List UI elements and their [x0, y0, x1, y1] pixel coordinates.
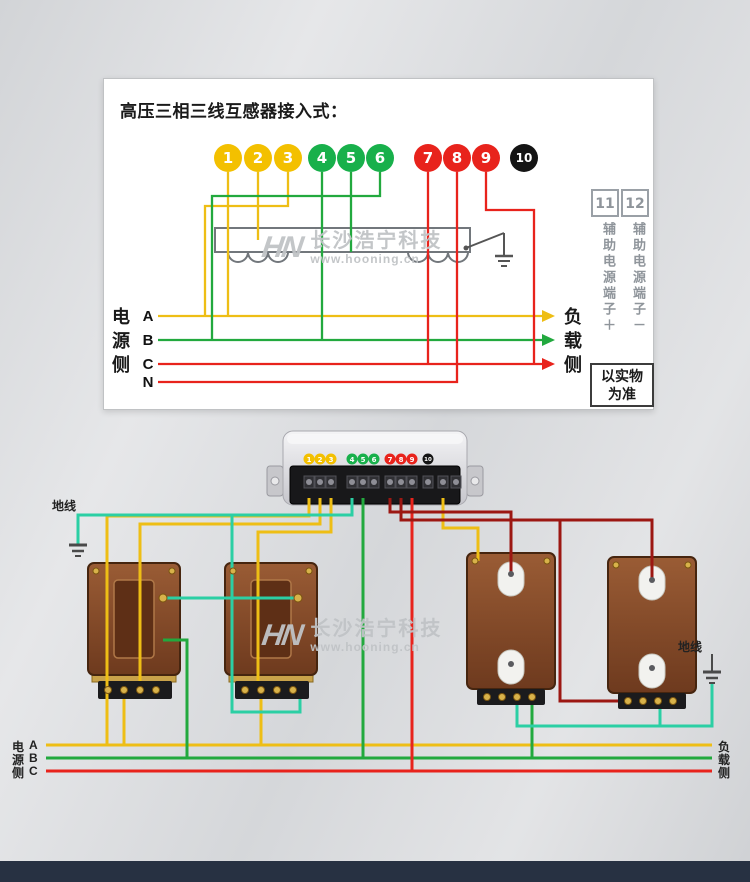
phase-a-label: A — [142, 308, 154, 325]
ground-symbol-left — [69, 543, 87, 557]
terminal-5-number: 5 — [346, 149, 356, 167]
schematic-panel — [103, 78, 654, 410]
ground-symbol-right — [703, 654, 721, 684]
aux-terminal-12-number: 12 — [625, 196, 644, 212]
schematic-wires — [158, 172, 555, 384]
terminal-circles: 1 2 3 4 5 6 7 8 9 10 — [214, 144, 538, 172]
watermark-logo: HN — [259, 231, 304, 264]
bottom-bar — [0, 861, 750, 882]
terminal-3-number: 3 — [283, 149, 293, 167]
terminal-10 — [510, 144, 538, 172]
terminal-10-number: 10 — [516, 151, 533, 165]
schematic-ground-symbol — [463, 232, 513, 267]
schematic-transformer-symbol — [214, 227, 471, 263]
terminal-5 — [337, 144, 365, 172]
aux-terminal-12 — [621, 189, 649, 217]
aux-terminal-squares: 11 12 — [591, 189, 649, 217]
field-wires — [46, 498, 714, 773]
terminal-6 — [366, 144, 394, 172]
phase-n-label: N — [142, 374, 154, 391]
phase-c-label: C — [142, 356, 154, 373]
terminal-9 — [472, 144, 500, 172]
meter-terminal-screws — [303, 475, 462, 489]
svg-text:2: 2 — [318, 456, 323, 464]
terminal-8 — [443, 144, 471, 172]
svg-text:5: 5 — [361, 456, 366, 464]
meter: 1 2 3 4 5 6 7 8 9 10 — [266, 430, 484, 506]
aux-terminal-11 — [591, 189, 619, 217]
watermark-logo-2: HN — [259, 619, 304, 652]
load-char-2: 载 — [718, 753, 731, 767]
current-transformer-1 — [87, 562, 181, 699]
svg-text:6: 6 — [372, 456, 377, 464]
load-char-3: 侧 — [718, 766, 731, 780]
terminal-2 — [244, 144, 272, 172]
terminal-7-number: 7 — [423, 149, 433, 167]
terminal-8-number: 8 — [452, 149, 462, 167]
terminal-1-number: 1 — [223, 149, 233, 167]
ground-label-right: 地线 — [678, 640, 703, 654]
voltage-transformer-2 — [607, 556, 697, 709]
aux-terminal-11-number: 11 — [595, 196, 614, 212]
terminal-9-number: 9 — [481, 149, 491, 167]
svg-text:9: 9 — [410, 456, 415, 464]
svg-text:7: 7 — [388, 456, 393, 464]
note-box: 以实物 为准 — [590, 363, 654, 407]
terminal-4 — [308, 144, 336, 172]
watermark-panel: HN 长沙浩宁科技 www.hooning.cn — [259, 230, 443, 266]
phase-b-label: B — [142, 332, 154, 349]
svg-text:4: 4 — [350, 456, 355, 464]
load-char-1: 负 — [718, 740, 731, 754]
svg-text:10: 10 — [424, 457, 432, 463]
aux-terminal-11-label: 辅助电源端子＋ — [601, 222, 616, 334]
source-side-label: 电 源 侧 — [112, 307, 130, 375]
panel-title: 高压三相三线互感器接入式： — [120, 102, 348, 121]
svg-text:1: 1 — [307, 456, 312, 464]
ground-label-left: 地线 — [52, 499, 77, 513]
aux-terminal-12-label: 辅助电源端子－ — [631, 222, 646, 334]
svg-text:3: 3 — [329, 456, 334, 464]
terminal-3 — [274, 144, 302, 172]
terminal-4-number: 4 — [317, 149, 327, 167]
meter-terminal-dots: 1 2 3 4 5 6 7 8 9 10 — [303, 453, 434, 465]
terminal-6-number: 6 — [375, 149, 385, 167]
terminal-1 — [214, 144, 242, 172]
current-transformer-2 — [224, 562, 318, 699]
terminal-7 — [414, 144, 442, 172]
load-side-label: 负 载 侧 — [564, 307, 582, 375]
transformer-screws — [92, 557, 692, 705]
svg-text:8: 8 — [399, 456, 404, 464]
watermark-field: HN 长沙浩宁科技 www.hooning.cn — [259, 618, 443, 654]
terminal-2-number: 2 — [253, 149, 263, 167]
